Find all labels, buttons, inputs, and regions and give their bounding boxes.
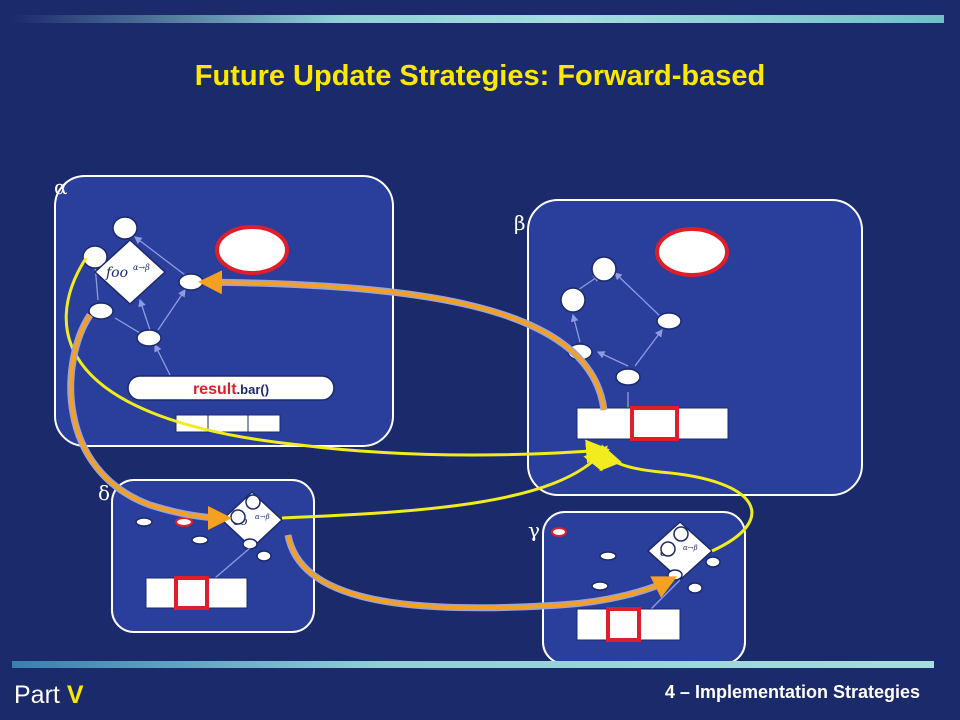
forward-entry-delta [174,576,209,610]
footer-part-number: V [66,681,84,709]
future-object-beta [655,227,729,277]
queue-gamma [576,607,681,642]
future-label: foo [105,265,128,281]
svg-text:result.bar(): result.bar() [193,381,269,398]
queue-beta [576,406,729,441]
reference-arrow-alpha-beta [64,257,610,464]
slide-title: Future Update Strategies: Forward-based [194,60,766,92]
queue-alpha [175,414,281,433]
process-delta-label: δ [98,481,110,505]
reference-arrow-delta-beta [281,445,608,520]
footer-part: Part V [14,681,84,710]
future-sup-delta: α→β [255,513,270,521]
future-diamond-alpha: foo α→β [93,238,167,306]
result-call-pill: result.bar() [127,375,335,401]
result-method: .bar() [237,382,270,397]
result-object: result [193,381,237,398]
future-label-sup: α→β [133,263,150,272]
future-sup-gamma: α→β [683,544,698,552]
forward-arrow-alpha-delta [67,313,232,530]
process-gamma: γ oo α→β [528,511,746,665]
process-beta: β [514,199,863,496]
forward-arrow-beta-alpha [198,270,608,411]
forward-entry-gamma [606,607,641,642]
footer-section: 4 – Implementation Strategies [664,682,920,702]
queue-delta [145,576,248,610]
top-accent-bar [12,15,944,23]
process-alpha-label: α [54,175,68,199]
forward-entry-beta [630,406,679,441]
process-delta: δ oo α→β [98,479,315,633]
footer-part-label: Part [14,681,60,709]
process-alpha: α foo α→β result.bar() [54,175,394,447]
bottom-accent-bar [12,661,934,668]
future-object-alpha [215,225,289,275]
forward-arrow-delta-gamma [284,534,678,612]
process-beta-label: β [514,211,526,235]
process-gamma-label: γ [528,518,540,542]
reference-arrow-gamma-beta [599,444,754,553]
